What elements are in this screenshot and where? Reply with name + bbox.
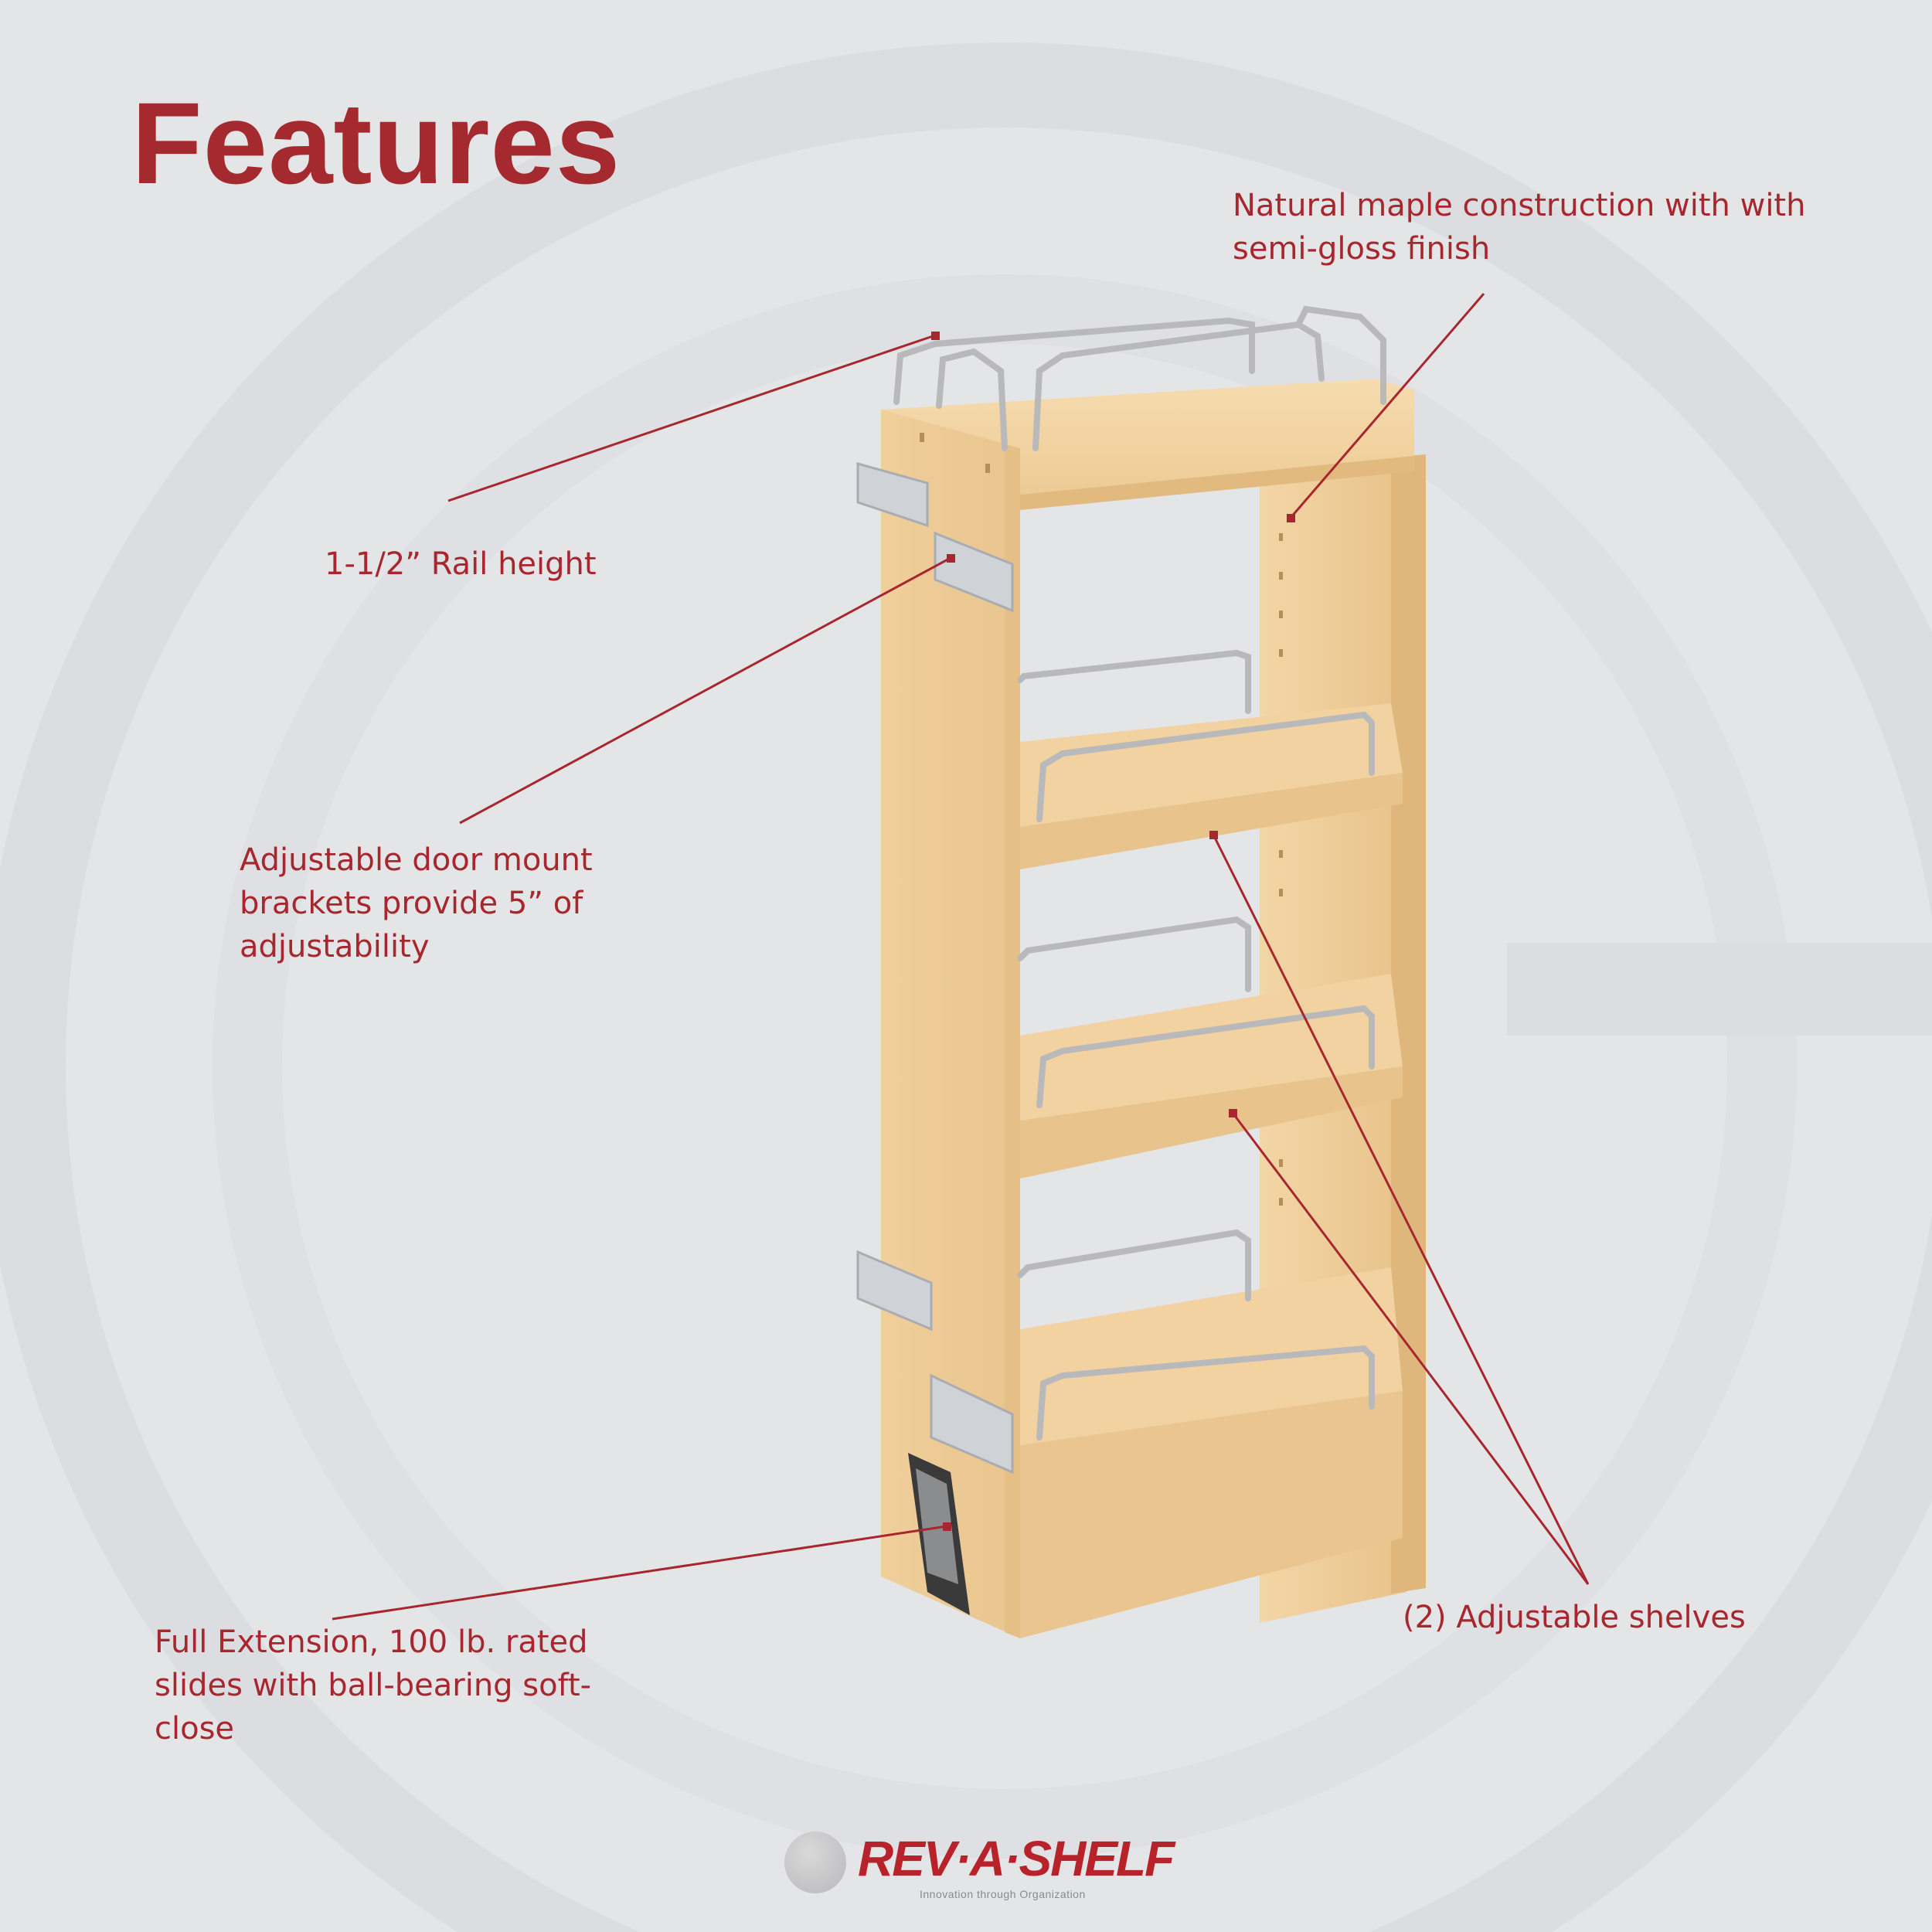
brand-name: REV·A·SHELF xyxy=(858,1831,1175,1886)
callout-rail-height: 1-1/2” Rail height xyxy=(325,546,597,582)
page-title: Features xyxy=(131,78,621,208)
callout-adjustable-shelves: (2) Adjustable shelves xyxy=(1403,1600,1746,1635)
callout-maple-construction: Natural maple construction with with sem… xyxy=(1233,188,1806,267)
brand-logo: REV·A·SHELF Innovation through Organizat… xyxy=(784,1828,1175,1905)
logo-badge-icon xyxy=(784,1832,846,1893)
brand-tagline: Innovation through Organization xyxy=(920,1888,1086,1900)
callout-door-mount-brackets: Adjustable door mount brackets provide 5… xyxy=(240,842,593,964)
callout-slides: Full Extension, 100 lb. rated slides wit… xyxy=(155,1624,592,1747)
